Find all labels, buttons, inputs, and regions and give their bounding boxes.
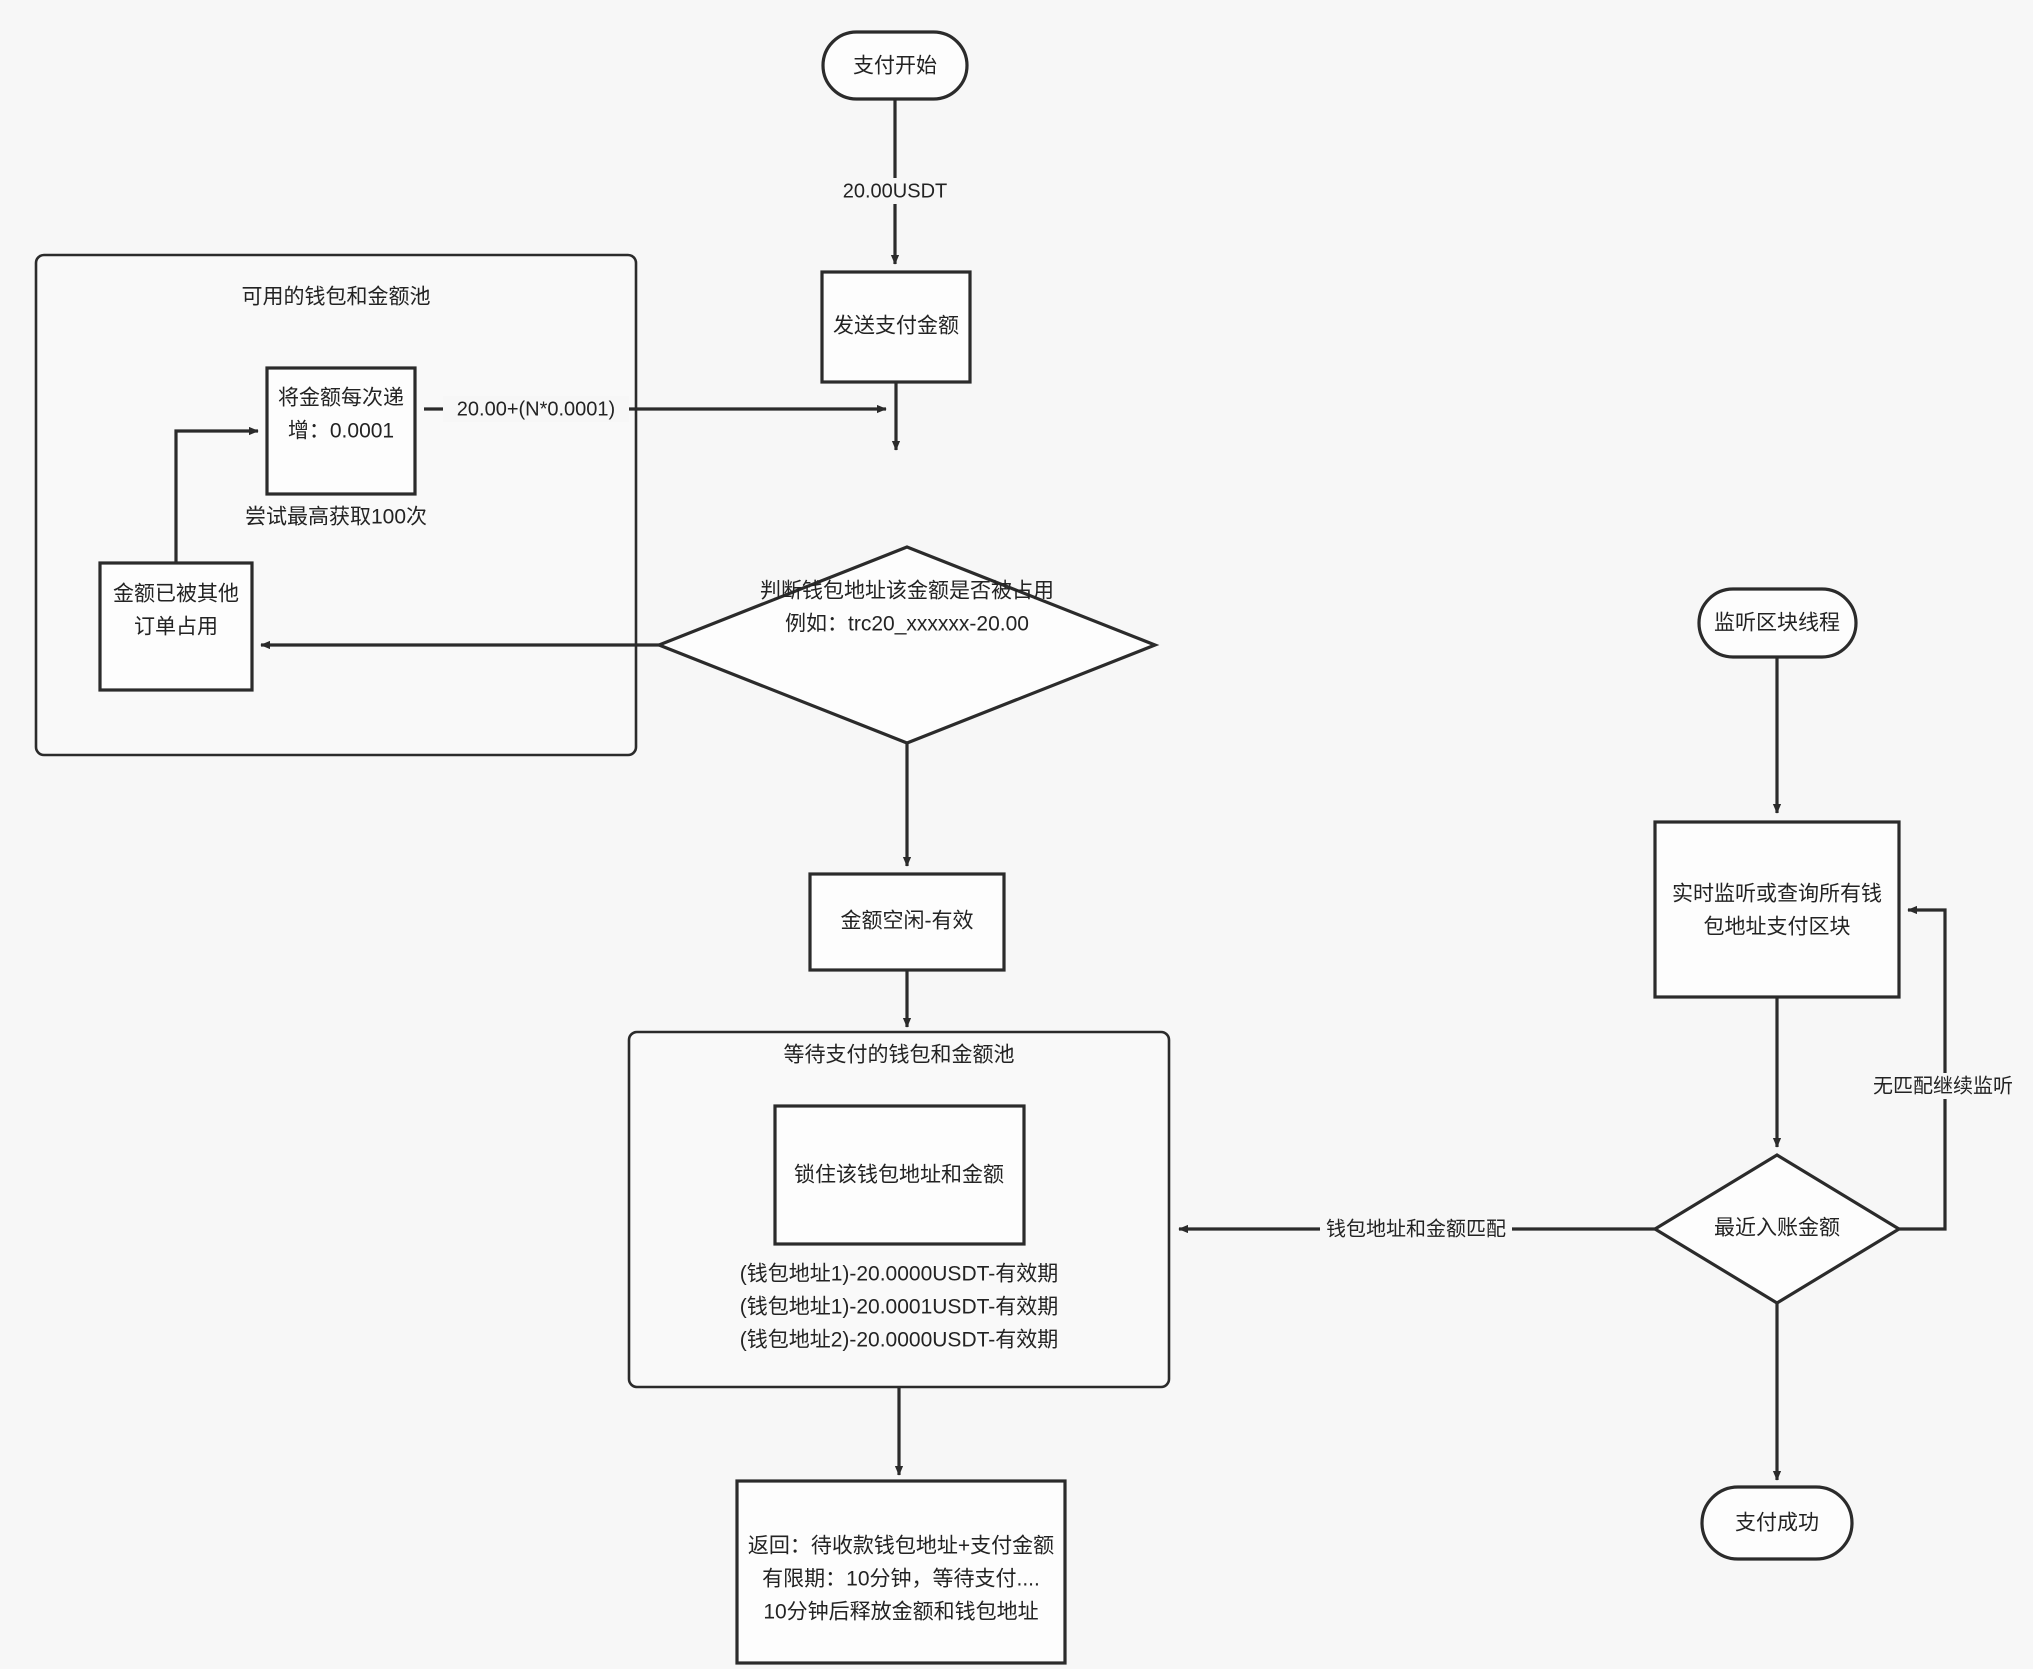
edge-label-start-amount: 20.00USDT [843, 180, 948, 202]
edge-label-increment-formula: 20.00+(N*0.0001) [457, 398, 615, 420]
waiting-pool-entry-2: (钱包地址1)-20.0001USDT-有效期 [740, 1296, 1059, 1319]
node-listen-thread-label: 监听区块线程 [1714, 612, 1840, 635]
waiting-pool-entry-3: (钱包地址2)-20.0000USDT-有效期 [740, 1329, 1059, 1352]
node-occupied-label-line1: 金额已被其他 [113, 583, 239, 606]
node-amount-free-label: 金额空闲-有效 [841, 910, 974, 933]
node-occupied[interactable]: 金额已被其他 订单占用 [98, 561, 254, 692]
edge-decision-recent-no-match-loop [1899, 905, 1947, 1231]
waiting-pool-entry-1: (钱包地址1)-20.0000USDT-有效期 [740, 1263, 1059, 1286]
edge-label-bg-no-match [1858, 1073, 2028, 1099]
node-amount-free-box[interactable] [808, 872, 1006, 972]
edge-label-no-match: 无匹配继续监听 [1873, 1074, 2013, 1097]
node-occupied-box[interactable] [98, 561, 254, 692]
node-return-info-line2: 有限期：10分钟，等待支付.... [762, 1568, 1040, 1591]
node-increment-label-line2: 增：0.0001 [288, 420, 394, 443]
node-lock-wallet[interactable]: 锁住该钱包地址和金额 [773, 1104, 1026, 1246]
node-send-amount-box[interactable] [820, 270, 972, 384]
node-decision-occupied[interactable]: 判断钱包地址该金额是否被占用 例如：trc20_xxxxxx-20.00 [654, 545, 1160, 745]
node-monitor-blocks[interactable]: 实时监听或查询所有钱 包地址支付区块 [1653, 820, 1901, 999]
edge-label-bg-increment [443, 396, 629, 422]
node-monitor-blocks-box[interactable] [1653, 820, 1901, 999]
node-return-info-line1: 返回：待收款钱包地址+支付金额 [748, 1535, 1054, 1558]
node-decision-occupied-line1: 判断钱包地址该金额是否被占用 [760, 580, 1054, 603]
node-decision-recent[interactable]: 最近入账金额 [1651, 1153, 1903, 1305]
node-occupied-label-line2: 订单占用 [134, 616, 218, 639]
node-decision-occupied-shape[interactable] [654, 545, 1160, 745]
node-monitor-blocks-line1: 实时监听或查询所有钱 [1672, 883, 1882, 906]
node-send-amount[interactable]: 发送支付金额 [820, 270, 972, 384]
edge-label-bg-match [1320, 1216, 1512, 1242]
node-amount-free[interactable]: 金额空闲-有效 [808, 872, 1006, 972]
node-lock-wallet-box[interactable] [773, 1104, 1026, 1246]
node-monitor-blocks-line2: 包地址支付区块 [1704, 916, 1851, 939]
node-increment[interactable]: 将金额每次递 增：0.0001 [265, 366, 417, 496]
edge-label-match: 钱包地址和金额匹配 [1326, 1217, 1506, 1240]
node-lock-wallet-label: 锁住该钱包地址和金额 [794, 1164, 1004, 1187]
node-return-info-line3: 10分钟后释放金额和钱包地址 [763, 1601, 1038, 1624]
node-return-info[interactable]: 返回：待收款钱包地址+支付金额 有限期：10分钟，等待支付.... 10分钟后释… [735, 1479, 1067, 1665]
node-increment-box[interactable] [265, 366, 417, 496]
node-pay-success[interactable]: 支付成功 [1700, 1485, 1854, 1561]
node-start-label: 支付开始 [853, 55, 937, 78]
subgraph-available-pool-title: 可用的钱包和金额池 [242, 286, 431, 309]
edge-label-bg-usdt [840, 178, 950, 204]
node-decision-occupied-line2: 例如：trc20_xxxxxx-20.00 [785, 613, 1029, 636]
node-return-info-box[interactable] [735, 1479, 1067, 1665]
node-increment-label-line1: 将金额每次递 [278, 387, 404, 410]
node-start[interactable]: 支付开始 [821, 30, 969, 101]
subgraph-waiting-pool-title: 等待支付的钱包和金额池 [784, 1044, 1015, 1067]
node-pay-success-box[interactable] [1700, 1485, 1854, 1561]
available-pool-note: 尝试最高获取100次 [245, 506, 427, 529]
node-listen-thread[interactable]: 监听区块线程 [1697, 587, 1858, 659]
node-pay-success-label: 支付成功 [1735, 1512, 1819, 1535]
node-decision-recent-label: 最近入账金额 [1714, 1217, 1840, 1240]
edge-occupied-to-increment [174, 426, 259, 563]
node-send-amount-label: 发送支付金额 [833, 315, 959, 338]
